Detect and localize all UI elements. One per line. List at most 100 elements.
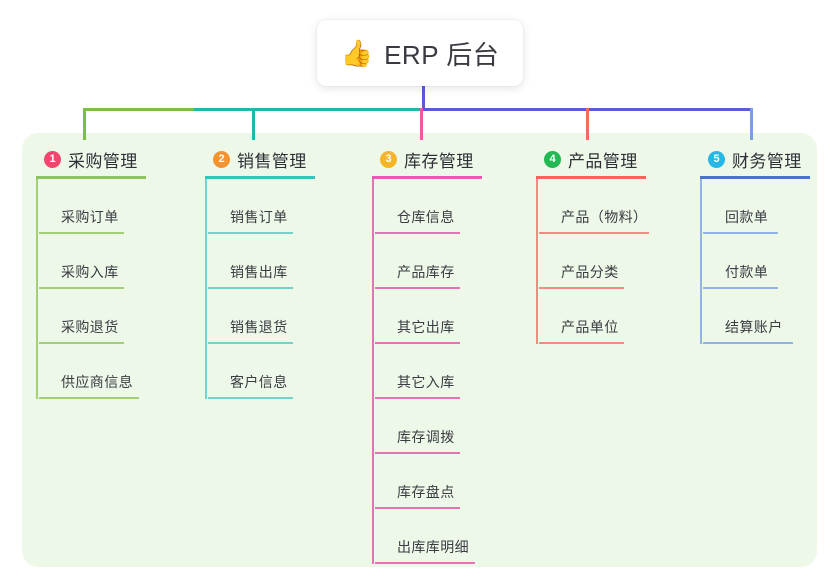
branch-rule-4	[536, 176, 646, 179]
branch-header-3[interactable]: 3 库存管理	[372, 146, 532, 172]
connector-bar-teal	[194, 108, 423, 111]
leaf-item[interactable]: 采购订单	[39, 179, 186, 234]
leaf-rule	[539, 232, 649, 234]
leaf-spine-1	[36, 179, 38, 399]
branch-header-5[interactable]: 5 财务管理	[700, 146, 839, 172]
leaf-rule	[703, 232, 778, 234]
leaf-label: 销售出库	[230, 264, 288, 280]
leaf-item[interactable]: 出库库明细	[375, 509, 532, 564]
leaf-list-1: 采购订单 采购入库 采购退货 供应商信息	[36, 179, 186, 399]
branch-header-2[interactable]: 2 销售管理	[205, 146, 355, 172]
leaf-label: 采购退货	[61, 319, 119, 335]
branch-title-1: 采购管理	[68, 151, 138, 171]
leaf-item[interactable]: 仓库信息	[375, 179, 532, 234]
leaf-item[interactable]: 采购入库	[39, 234, 186, 289]
leaf-rule	[375, 232, 460, 234]
leaf-label: 采购订单	[61, 209, 119, 225]
branch-badge-2: 2	[213, 150, 230, 168]
leaf-rule	[375, 287, 460, 289]
leaf-item[interactable]: 产品库存	[375, 234, 532, 289]
leaf-rule	[39, 342, 124, 344]
branch-title-3: 库存管理	[404, 151, 474, 171]
branch-title-4: 产品管理	[568, 151, 638, 171]
branch-badge-1: 1	[44, 150, 61, 168]
thumbs-up-icon: 👍	[340, 38, 374, 68]
leaf-spine-2	[205, 179, 207, 399]
root-node[interactable]: 👍 ERP 后台	[317, 20, 523, 86]
leaf-label: 产品单位	[561, 319, 619, 335]
leaf-list-2: 销售订单 销售出库 销售退货 客户信息	[205, 179, 355, 399]
leaf-rule	[375, 342, 460, 344]
leaf-item[interactable]: 客户信息	[208, 344, 355, 399]
branch-rule-3	[372, 176, 482, 179]
branch-header-4[interactable]: 4 产品管理	[536, 146, 706, 172]
leaf-item[interactable]: 回款单	[703, 179, 839, 234]
leaf-label: 付款单	[725, 264, 769, 280]
leaf-item[interactable]: 产品单位	[539, 289, 706, 344]
connector-stem-col-2	[252, 108, 255, 140]
leaf-label: 产品分类	[561, 264, 619, 280]
leaf-label: 回款单	[725, 209, 769, 225]
leaf-label: 产品（物料）	[561, 209, 648, 225]
connector-stem-col-4	[586, 108, 589, 140]
branch-column-3: 3 库存管理 仓库信息 产品库存 其它出库 其它入库 库存调拨	[372, 146, 532, 564]
leaf-item[interactable]: 付款单	[703, 234, 839, 289]
leaf-label: 结算账户	[725, 319, 783, 335]
leaf-label: 供应商信息	[61, 374, 133, 390]
leaf-label: 采购入库	[61, 264, 119, 280]
leaf-rule	[39, 232, 124, 234]
leaf-item[interactable]: 产品（物料）	[539, 179, 706, 234]
leaf-spine-4	[536, 179, 538, 344]
leaf-item[interactable]: 库存调拨	[375, 399, 532, 454]
connector-bar-green	[83, 108, 196, 111]
leaf-label: 库存盘点	[397, 484, 455, 500]
leaf-spine-3	[372, 179, 374, 564]
branch-rule-1	[36, 176, 146, 179]
leaf-rule	[208, 232, 293, 234]
branch-title-5: 财务管理	[732, 151, 802, 171]
leaf-item[interactable]: 其它入库	[375, 344, 532, 399]
branch-badge-3: 3	[380, 150, 397, 168]
leaf-label: 销售订单	[230, 209, 288, 225]
leaf-rule	[539, 287, 624, 289]
leaf-rule	[39, 397, 139, 399]
leaf-item[interactable]: 销售订单	[208, 179, 355, 234]
leaf-item[interactable]: 其它出库	[375, 289, 532, 344]
connector-stem-col-5	[750, 108, 753, 140]
leaf-list-4: 产品（物料） 产品分类 产品单位	[536, 179, 706, 344]
branch-column-4: 4 产品管理 产品（物料） 产品分类 产品单位	[536, 146, 706, 344]
root-title: ERP 后台	[384, 39, 500, 70]
leaf-rule	[208, 397, 293, 399]
leaf-label: 产品库存	[397, 264, 455, 280]
leaf-item[interactable]: 供应商信息	[39, 344, 186, 399]
leaf-item[interactable]: 产品分类	[539, 234, 706, 289]
leaf-item[interactable]: 结算账户	[703, 289, 839, 344]
branch-rule-5	[700, 176, 810, 179]
leaf-item[interactable]: 库存盘点	[375, 454, 532, 509]
branch-badge-5: 5	[708, 150, 725, 168]
leaf-item[interactable]: 销售退货	[208, 289, 355, 344]
leaf-rule	[375, 562, 475, 564]
leaf-list-3: 仓库信息 产品库存 其它出库 其它入库 库存调拨 库存盘点	[372, 179, 532, 564]
branch-rule-2	[205, 176, 315, 179]
leaf-label: 库存调拨	[397, 429, 455, 445]
leaf-list-5: 回款单 付款单 结算账户	[700, 179, 839, 344]
leaf-item[interactable]: 销售出库	[208, 234, 355, 289]
connector-stem-col-3	[420, 108, 423, 140]
leaf-label: 其它出库	[397, 319, 455, 335]
leaf-rule	[208, 287, 293, 289]
branch-title-2: 销售管理	[237, 151, 307, 171]
leaf-label: 客户信息	[230, 374, 288, 390]
branch-header-1[interactable]: 1 采购管理	[36, 146, 186, 172]
leaf-rule	[375, 452, 460, 454]
leaf-spine-5	[700, 179, 702, 344]
connector-stem-col-1	[83, 108, 86, 140]
leaf-rule	[39, 287, 124, 289]
leaf-rule	[208, 342, 293, 344]
leaf-rule	[375, 397, 460, 399]
leaf-item[interactable]: 采购退货	[39, 289, 186, 344]
content-panel	[22, 133, 817, 567]
leaf-rule	[375, 507, 460, 509]
branch-column-5: 5 财务管理 回款单 付款单 结算账户	[700, 146, 839, 344]
